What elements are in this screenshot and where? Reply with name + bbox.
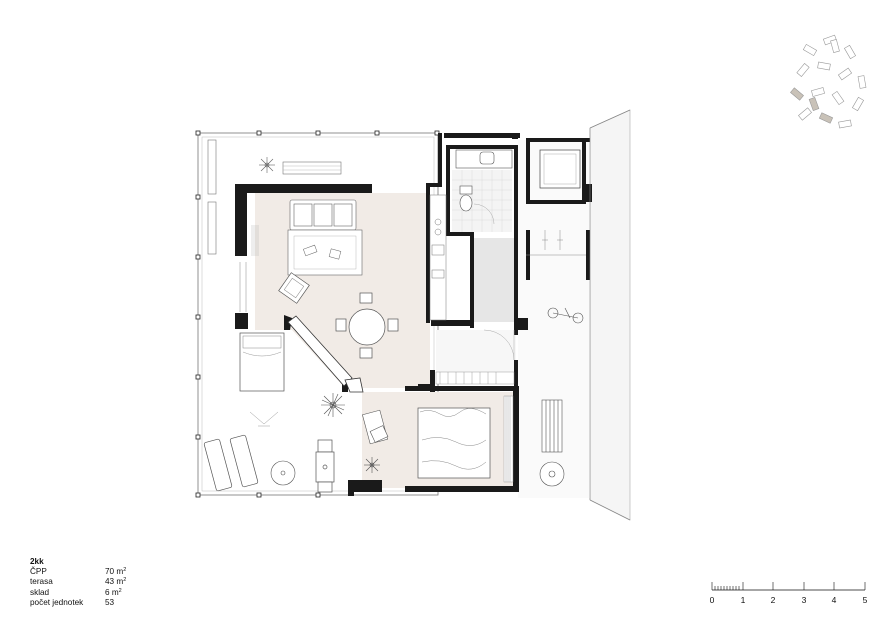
unit-legend: 2kk ČPP 70 m2 terasa 43 m2 sklad 6 m2 po… xyxy=(30,557,126,608)
sun-lounger-icon xyxy=(203,434,259,492)
diagonal-wall xyxy=(239,262,364,393)
legend-label: ČPP xyxy=(30,567,47,577)
legend-value: 43 m2 xyxy=(105,577,127,587)
bicycle-icon xyxy=(547,307,584,324)
hall-floor xyxy=(436,330,516,372)
toilet-icon xyxy=(459,185,473,212)
bed-icon xyxy=(417,407,491,479)
plant-icon xyxy=(539,461,565,487)
plant-icon xyxy=(259,157,275,173)
legend-value: 53 xyxy=(105,597,115,607)
bed-icon xyxy=(239,332,285,392)
wardrobe xyxy=(435,371,515,483)
legend-value: 70 m2 xyxy=(105,567,127,577)
bike-stand xyxy=(526,230,586,256)
elevator xyxy=(539,149,581,189)
walls xyxy=(235,133,592,496)
bench-icon xyxy=(282,161,342,175)
sink-icon xyxy=(455,149,513,169)
sofa-icon xyxy=(289,199,357,231)
scale-label: 0 xyxy=(709,595,715,605)
armchair-icon xyxy=(278,272,310,304)
unit-type-title: 2kk xyxy=(30,557,44,566)
table-icon xyxy=(335,292,399,359)
legend-row: ČPP 70 m2 xyxy=(30,567,126,577)
tree-cluster-icon xyxy=(790,34,867,129)
plant-icon xyxy=(364,457,380,473)
legend-value: 6 m2 xyxy=(105,587,122,597)
scale-label: 5 xyxy=(862,595,868,605)
scale-label: 3 xyxy=(801,595,807,605)
chair-icon xyxy=(315,439,335,493)
storage-floor xyxy=(474,238,514,322)
legend-row: počet jednotek 53 xyxy=(30,598,126,608)
legend-label: terasa xyxy=(30,577,53,587)
legend-row: terasa 43 m2 xyxy=(30,577,126,587)
rug-icon xyxy=(287,229,363,276)
scale-label: 2 xyxy=(770,595,776,605)
legend-label: počet jednotek xyxy=(30,597,84,607)
scale-bar-ruler xyxy=(711,582,866,591)
scale-label: 1 xyxy=(740,595,746,605)
kitchen xyxy=(429,194,447,321)
plant-icon xyxy=(270,460,296,486)
scale-label: 4 xyxy=(831,595,837,605)
legend-label: sklad xyxy=(30,587,50,597)
plant-icon xyxy=(321,393,345,417)
desk xyxy=(362,409,389,445)
side-terrace xyxy=(589,109,631,521)
legend-row: sklad 6 m2 xyxy=(30,588,126,598)
scale-bar: 0 1 2 3 4 5 xyxy=(706,576,871,610)
bench-icon xyxy=(541,399,563,453)
